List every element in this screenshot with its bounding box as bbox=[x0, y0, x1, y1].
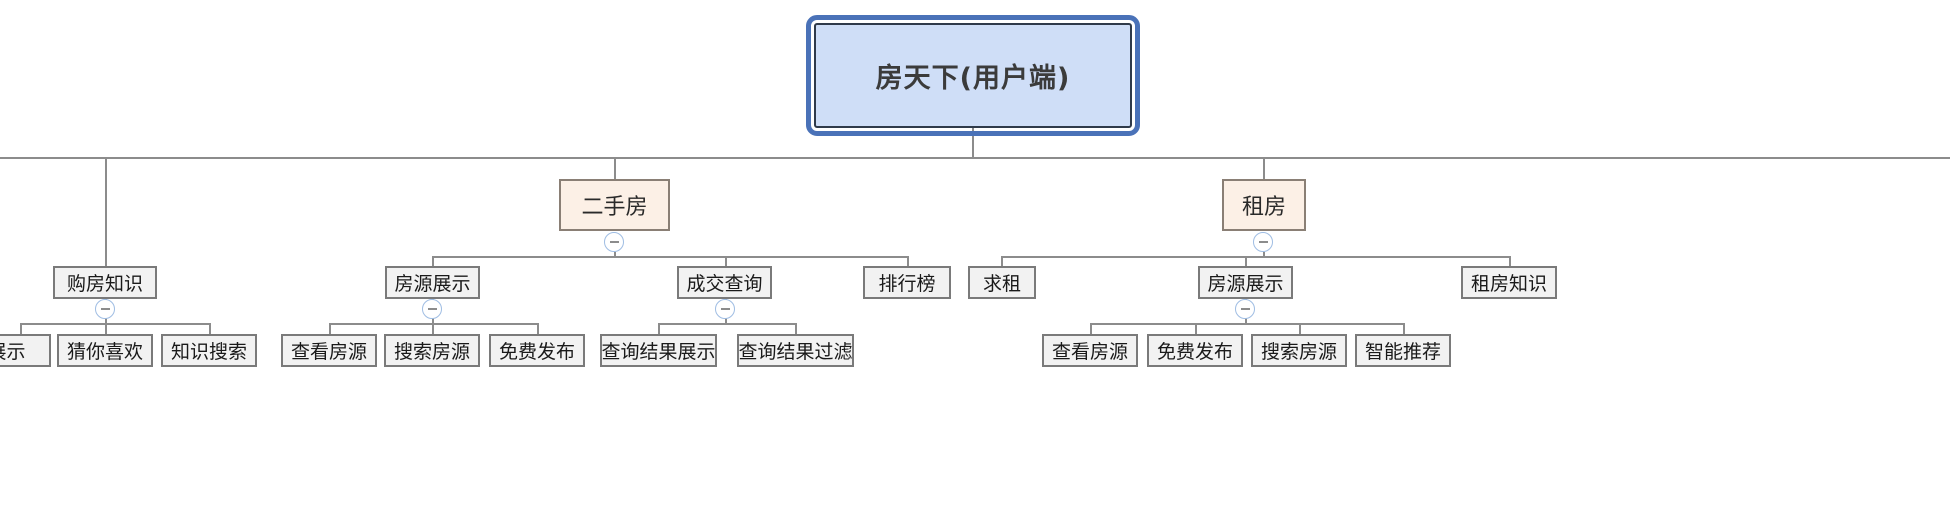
connector-ershoufang-child-3 bbox=[907, 256, 909, 266]
node-fangyuanzhanshi-ershoufang-label: 房源展示 bbox=[394, 273, 471, 295]
toggle-chengjiaochaxun[interactable] bbox=[715, 299, 735, 319]
connector-ershoufang-child-1 bbox=[432, 256, 434, 266]
node-zhishisousuo-label: 知识搜索 bbox=[170, 341, 247, 363]
connector-ershoufang-bus bbox=[432, 256, 908, 258]
connector-zufang-bus bbox=[1001, 256, 1510, 258]
connector-zufang-stem bbox=[1263, 252, 1265, 257]
connector-chengjiao-bus bbox=[658, 323, 796, 325]
connector-rail-to-ershoufang bbox=[614, 159, 616, 179]
node-goufangzhishi[interactable]: 购房知识 bbox=[53, 266, 157, 299]
node-caiNixihuan-label: 猜你喜欢 bbox=[66, 341, 143, 363]
node-chengjiaochaxun[interactable]: 成交查询 bbox=[677, 266, 772, 299]
connector-fangyuan1-child-3 bbox=[537, 323, 539, 334]
node-paihangbang-label: 排行榜 bbox=[878, 273, 936, 295]
node-zhishisousuo[interactable]: 知识搜索 bbox=[161, 334, 257, 367]
connector-fangyuan2-child-2 bbox=[1195, 323, 1197, 334]
node-zufang-label: 租房 bbox=[1241, 195, 1286, 220]
toggle-fangyuanzhanshi-zufang[interactable] bbox=[1235, 299, 1255, 319]
connector-goufangzhishi-child-1 bbox=[20, 323, 22, 334]
toggle-goufangzhishi[interactable] bbox=[95, 299, 115, 319]
node-zhinengtuijian[interactable]: 智能推荐 bbox=[1355, 334, 1451, 367]
connector-fangyuan2-child-3 bbox=[1299, 323, 1301, 334]
connector-rail-to-goufangzhishi bbox=[105, 159, 107, 266]
node-caiNixihuan[interactable]: 猜你喜欢 bbox=[57, 334, 153, 367]
connector-chengjiao-child-2 bbox=[795, 323, 797, 334]
node-chakanfangyuan-zufang-label: 查看房源 bbox=[1051, 341, 1128, 363]
node-sousuofangyuan-zufang-label: 搜索房源 bbox=[1260, 341, 1337, 363]
connector-fangyuan1-child-2 bbox=[432, 323, 434, 334]
connector-zufang-child-3 bbox=[1509, 256, 1511, 266]
node-chaxunjieguozhanshi[interactable]: 查询结果展示 bbox=[600, 334, 717, 367]
node-chengjiaochaxun-label: 成交查询 bbox=[686, 273, 763, 295]
node-sousuofangyuan-ershoufang[interactable]: 搜索房源 bbox=[384, 334, 480, 367]
connector-ershoufang-child-2 bbox=[725, 256, 727, 266]
node-mianfeifabu-zufang[interactable]: 免费发布 bbox=[1147, 334, 1243, 367]
connector-rail-to-zufang bbox=[1263, 159, 1265, 179]
connector-ershoufang-stem bbox=[614, 252, 616, 257]
node-zhishizhanshi-label: 展示 bbox=[0, 341, 26, 363]
connector-fangyuan2-child-4 bbox=[1403, 323, 1405, 334]
node-fangyuanzhanshi-ershoufang[interactable]: 房源展示 bbox=[385, 266, 480, 299]
connector-chengjiao-child-1 bbox=[658, 323, 660, 334]
node-zhinengtuijian-label: 智能推荐 bbox=[1364, 341, 1441, 363]
node-chakanfangyuan-ershoufang-label: 查看房源 bbox=[290, 341, 367, 363]
node-root[interactable]: 房天下(用户端) bbox=[806, 15, 1140, 136]
connector-zufang-child-1 bbox=[1001, 256, 1003, 266]
connector-main-rail bbox=[0, 157, 1950, 159]
connector-goufangzhishi-child-3 bbox=[209, 323, 211, 334]
connector-fangyuan2-child-1 bbox=[1090, 323, 1092, 334]
connector-fangyuan2-bus bbox=[1090, 323, 1404, 325]
node-mianfeifabu-zufang-label: 免费发布 bbox=[1156, 341, 1233, 363]
node-fangyuanzhanshi-zufang-label: 房源展示 bbox=[1207, 273, 1284, 295]
node-root-label: 房天下(用户端) bbox=[875, 63, 1071, 94]
node-goufangzhishi-label: 购房知识 bbox=[66, 273, 143, 295]
node-mianfeifabu-ershoufang-label: 免费发布 bbox=[498, 341, 575, 363]
node-chaxunjieguoguolv[interactable]: 查询结果过滤 bbox=[737, 334, 854, 367]
node-chaxunjieguozhanshi-label: 查询结果展示 bbox=[601, 341, 716, 363]
connector-goufangzhishi-child-2 bbox=[105, 323, 107, 334]
node-chaxunjieguoguolv-label: 查询结果过滤 bbox=[738, 341, 853, 363]
node-sousuofangyuan-zufang[interactable]: 搜索房源 bbox=[1251, 334, 1347, 367]
connector-fangyuan1-child-1 bbox=[329, 323, 331, 334]
connector-zufang-child-2 bbox=[1245, 256, 1247, 266]
node-ershoufang[interactable]: 二手房 bbox=[559, 179, 670, 231]
node-mianfeifabu-ershoufang[interactable]: 免费发布 bbox=[489, 334, 585, 367]
node-fangyuanzhanshi-zufang[interactable]: 房源展示 bbox=[1198, 266, 1293, 299]
node-qiuzu-label: 求租 bbox=[982, 273, 1021, 295]
node-qiuzu[interactable]: 求租 bbox=[968, 266, 1036, 299]
node-zufang[interactable]: 租房 bbox=[1222, 179, 1306, 231]
toggle-fangyuanzhanshi-ershoufang[interactable] bbox=[422, 299, 442, 319]
toggle-ershoufang[interactable] bbox=[604, 232, 624, 252]
node-sousuofangyuan-ershoufang-label: 搜索房源 bbox=[393, 341, 470, 363]
node-ershoufang-label: 二手房 bbox=[581, 195, 648, 220]
connector-goufangzhishi-bus bbox=[20, 323, 210, 325]
node-chakanfangyuan-ershoufang[interactable]: 查看房源 bbox=[281, 334, 377, 367]
node-zhishizhanshi[interactable]: 展示 bbox=[0, 334, 51, 367]
node-paihangbang[interactable]: 排行榜 bbox=[863, 266, 951, 299]
toggle-zufang[interactable] bbox=[1253, 232, 1273, 252]
node-zufangzhishi-label: 租房知识 bbox=[1470, 273, 1547, 295]
connector-root-stem bbox=[972, 128, 974, 158]
node-zufangzhishi[interactable]: 租房知识 bbox=[1461, 266, 1557, 299]
node-chakanfangyuan-zufang[interactable]: 查看房源 bbox=[1042, 334, 1138, 367]
